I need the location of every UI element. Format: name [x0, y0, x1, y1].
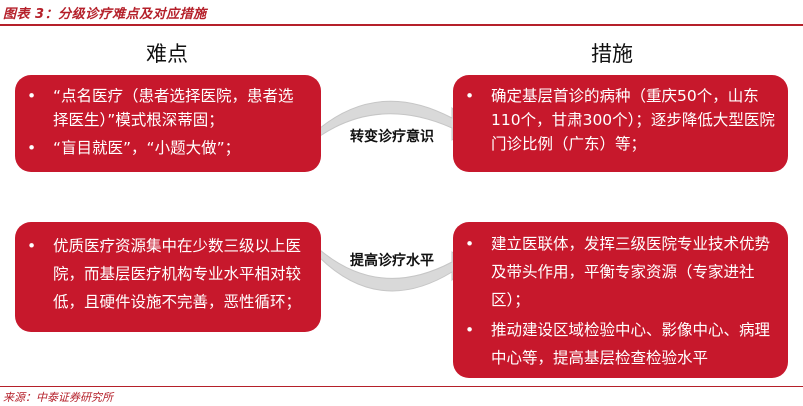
arrow-label-1: 转变诊疗意识 [350, 129, 434, 145]
bullet: • [27, 87, 37, 105]
difficulty-text: “点名医疗（患者选择医院，患者选择医生）”模式根深蒂固； [53, 87, 294, 129]
bullet: • [465, 321, 475, 339]
measures-box-2: •建立医联体，发挥三级医院专业技术优势及带头作用，平衡专家资源（专家进社区）； … [453, 222, 788, 378]
difficulty-box-1: • “点名医疗（患者选择医院，患者选择医生）”模式根深蒂固； • “盲目就医”，“小… [15, 75, 321, 172]
bullet: • [27, 139, 37, 157]
title-rule [0, 24, 803, 26]
measures-box-1: • 确定基层首诊的病种（重庆50个，山东110个，甘肃300个）；逐步降低大型医院… [453, 75, 788, 172]
bullet: • [465, 87, 475, 105]
source-rule [0, 386, 803, 387]
measure-text: 建立医联体，发挥三级医院专业技术优势及带头作用，平衡专家资源（专家进社区）； [491, 235, 771, 309]
bullet: • [465, 235, 475, 253]
difficulty-item: • “点名医疗（患者选择医院，患者选择医生）”模式根深蒂固； [21, 84, 309, 132]
arrow-label-2: 提高诊疗水平 [350, 253, 434, 269]
measure-text: 确定基层首诊的病种（重庆50个，山东110个，甘肃300个）；逐步降低大型医院门… [491, 87, 775, 153]
measure-item: • 确定基层首诊的病种（重庆50个，山东110个，甘肃300个）；逐步降低大型医院… [459, 84, 778, 156]
difficulty-text: “盲目就医”，“小题大做”； [53, 139, 241, 157]
figure-title: 图表 3：分级诊疗难点及对应措施 [3, 7, 207, 22]
difficulty-text: 优质医疗资源集中在少数三级以上医院，而基层医疗机构专业水平相对较低，且硬件设施不… [53, 237, 302, 311]
measures-heading: 措施 [591, 42, 633, 66]
difficulty-item: • “盲目就医”，“小题大做”； [21, 136, 309, 160]
difficulty-heading: 难点 [146, 42, 188, 66]
measure-item: • 推动建设区域检验中心、影像中心、病理中心等，提高基层检查检验水平 [459, 316, 778, 372]
bullet: • [27, 237, 37, 255]
source-note: 来源：中泰证券研究所 [3, 391, 113, 404]
difficulty-item: • 优质医疗资源集中在少数三级以上医院，而基层医疗机构专业水平相对较低，且硬件设施… [21, 232, 309, 316]
difficulty-box-2: • 优质医疗资源集中在少数三级以上医院，而基层医疗机构专业水平相对较低，且硬件设施… [15, 222, 321, 332]
measure-text: 推动建设区域检验中心、影像中心、病理中心等，提高基层检查检验水平 [491, 321, 771, 367]
measure-item: • 建立医联体，发挥三级医院专业技术优势及带头作用，平衡专家资源（专家进社区）； [459, 230, 778, 314]
